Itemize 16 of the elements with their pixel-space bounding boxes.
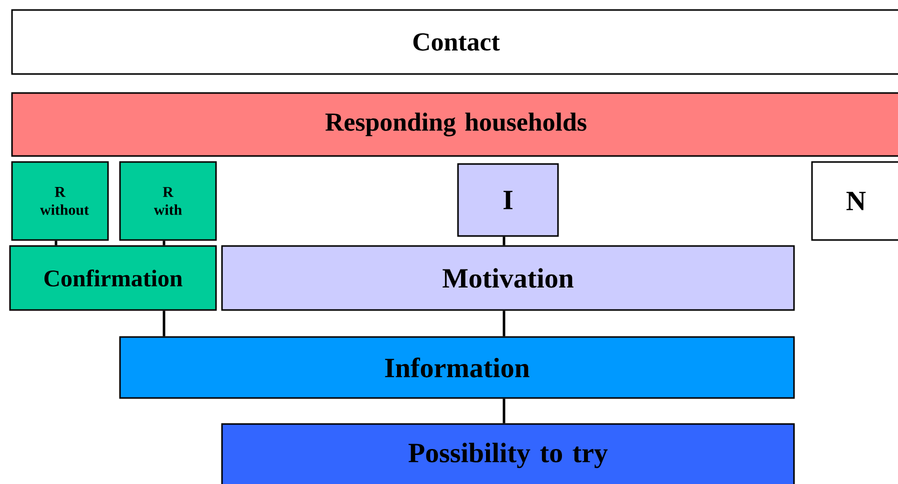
- category-box: I: [457, 163, 559, 237]
- stage-box: Confirmation: [9, 245, 217, 311]
- header-band: Responding households: [11, 92, 898, 157]
- category-box: N: [811, 161, 898, 241]
- connector-line: [502, 398, 506, 424]
- connector-line: [54, 240, 58, 246]
- connector-line: [502, 310, 506, 336]
- category-box: R with: [119, 161, 217, 241]
- connector-line: [162, 240, 166, 246]
- header-band: Contact: [11, 9, 898, 75]
- connector-line: [162, 310, 166, 336]
- stage-box: Information: [119, 336, 795, 399]
- stage-box: Motivation: [221, 245, 795, 311]
- stage-box: Possibility to try: [221, 423, 795, 484]
- category-box: R without: [11, 161, 109, 241]
- connector-line: [502, 236, 506, 246]
